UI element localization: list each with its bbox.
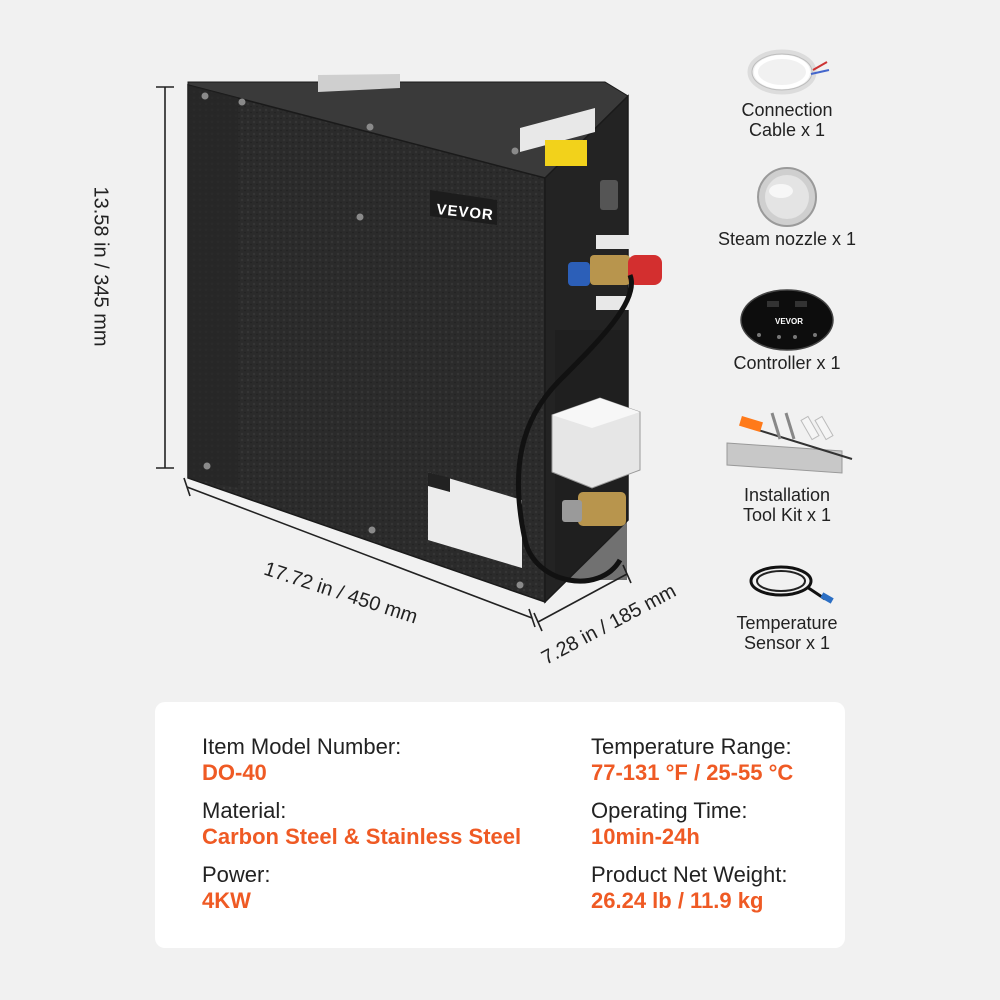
- spec-value: 77-131 °F / 25-55 °C: [591, 760, 794, 785]
- spec-value: 26.24 lb / 11.9 kg: [591, 888, 764, 913]
- accessory-controller: VEVOR Controller x 1: [697, 287, 877, 373]
- height-dimension-label: 13.58 in / 345 mm: [89, 186, 112, 347]
- controller-icon: VEVOR: [740, 289, 834, 351]
- spec-temperature-range: Temperature Range: 77-131 °F / 25-55 °C: [591, 734, 793, 786]
- accessory-label: Steam nozzle x 1: [717, 229, 857, 249]
- spec-operating-time: Operating Time: 10min-24h: [591, 798, 748, 850]
- spec-value: DO-40: [202, 760, 267, 785]
- spec-label: Product Net Weight:: [591, 862, 788, 887]
- spec-model: Item Model Number: DO-40: [202, 734, 401, 786]
- dimension-lines: [156, 86, 632, 632]
- accessory-label: Controller x 1: [733, 353, 841, 373]
- accessory-label: Temperature Sensor x 1: [736, 613, 838, 653]
- spec-net-weight: Product Net Weight: 26.24 lb / 11.9 kg: [591, 862, 787, 914]
- spec-label: Material:: [202, 798, 287, 823]
- spec-label: Power:: [202, 862, 271, 887]
- accessory-label: Installation Tool Kit x 1: [742, 485, 832, 525]
- spec-value: 10min-24h: [591, 824, 700, 849]
- accessory-label: Connection Cable x 1: [741, 100, 833, 140]
- hose: [515, 274, 634, 584]
- svg-text:VEVOR: VEVOR: [775, 317, 803, 326]
- spec-card: Item Model Number: DO-40 Material: Carbo…: [155, 702, 845, 948]
- accessory-temperature-sensor: Temperature Sensor x 1: [697, 555, 877, 653]
- accessory-steam-nozzle: Steam nozzle x 1: [697, 165, 877, 249]
- spec-label: Temperature Range:: [591, 734, 792, 759]
- svg-text:VEVOR: VEVOR: [436, 201, 495, 224]
- accessory-tool-kit: Installation Tool Kit x 1: [697, 405, 877, 525]
- spec-label: Operating Time:: [591, 798, 748, 823]
- vevor-badge: VEVOR: [430, 190, 497, 225]
- spec-value: Carbon Steel & Stainless Steel: [202, 824, 522, 849]
- tool-kit-icon: [726, 412, 853, 474]
- rating-plate: [428, 472, 522, 568]
- spec-value: 4KW: [202, 888, 251, 913]
- steam-nozzle-icon: [757, 167, 817, 227]
- temperature-sensor-icon: [749, 565, 834, 604]
- steam-generator-illustration: VEVOR: [156, 74, 662, 632]
- solenoid-valve: [551, 397, 641, 526]
- spec-power: Power: 4KW: [202, 862, 270, 914]
- spec-material: Material: Carbon Steel & Stainless Steel: [202, 798, 521, 850]
- cable-coil-icon: [747, 49, 830, 95]
- spec-label: Item Model Number:: [202, 734, 402, 759]
- accessory-connection-cable: Connection Cable x 1: [697, 40, 877, 140]
